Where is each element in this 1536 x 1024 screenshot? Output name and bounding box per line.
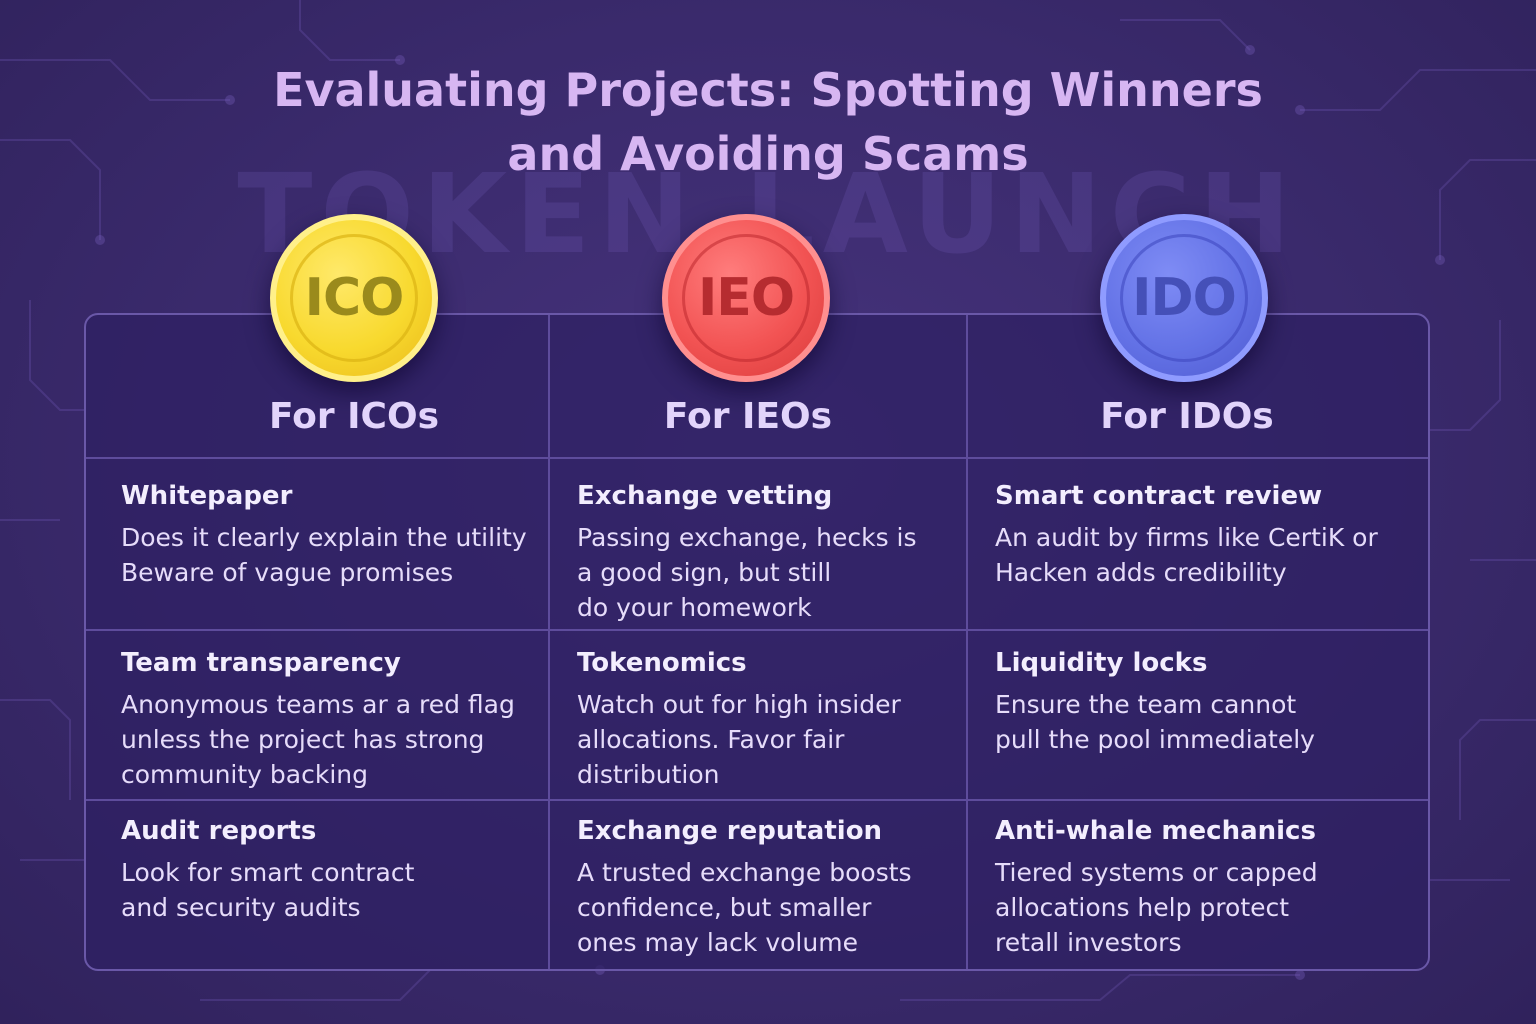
page-title-line-2: and Avoiding Scams xyxy=(507,127,1029,181)
cell-line: do your homework xyxy=(577,593,812,622)
column-heading-ido: For IDOs xyxy=(1100,396,1274,437)
cell-body: A trusted exchange boosts confidence, bu… xyxy=(577,855,957,960)
cell-title: Anti-whale mechanics xyxy=(995,816,1316,846)
cell-body: An audit by firms like CertiK or Hacken … xyxy=(995,520,1415,590)
cell-title: Liquidity locks xyxy=(995,648,1208,678)
cell-line: allocations. Favor fair xyxy=(577,725,845,754)
cell-line: ones may lack volume xyxy=(577,928,858,957)
cell-line: Beware of vague promises xyxy=(121,558,454,587)
cell-title: Exchange reputation xyxy=(577,816,883,846)
cell-line: a good sign, but still xyxy=(577,558,832,587)
cell-line: Tiered systems or capped xyxy=(995,858,1318,887)
cell-body: Look for smart contract and security aud… xyxy=(121,855,541,925)
ido-coin-icon: IDO xyxy=(1100,214,1268,382)
cell-line: An audit by firms like CertiK or xyxy=(995,523,1378,552)
cell-line: distribution xyxy=(577,760,720,789)
table-cell: Exchange reputation A trusted exchange b… xyxy=(577,813,957,960)
cell-body: Does it clearly explain the utility Bewa… xyxy=(121,520,541,590)
table-cell: Audit reports Look for smart contract an… xyxy=(121,813,541,925)
cell-line: Anonymous teams ar a red flag xyxy=(121,690,515,719)
cell-body: Tiered systems or capped allocations hel… xyxy=(995,855,1415,960)
row-divider xyxy=(86,457,1428,459)
cell-line: Look for smart contract xyxy=(121,858,415,887)
cell-line: Passing exchange, hecks is xyxy=(577,523,917,552)
cell-line: allocations help protect xyxy=(995,893,1290,922)
coin-ring xyxy=(1120,234,1248,362)
row-divider xyxy=(86,799,1428,801)
table-cell: Tokenomics Watch out for high insider al… xyxy=(577,645,957,792)
cell-line: community backing xyxy=(121,760,368,789)
page-title-line-1: Evaluating Projects: Spotting Winners xyxy=(273,63,1263,117)
page-title: Evaluating Projects: Spotting Winners an… xyxy=(0,58,1536,186)
cell-line: A trusted exchange boosts xyxy=(577,858,912,887)
table-cell: Whitepaper Does it clearly explain the u… xyxy=(121,478,541,590)
cell-line: Watch out for high insider xyxy=(577,690,901,719)
cell-title: Team transparency xyxy=(121,648,401,678)
table-cell: Team transparency Anonymous teams ar a r… xyxy=(121,645,541,792)
coin-label: IEO xyxy=(697,268,795,328)
cell-title: Exchange vetting xyxy=(577,481,833,511)
table-cell: Exchange vetting Passing exchange, hecks… xyxy=(577,478,957,625)
ico-coin-icon: ICO xyxy=(270,214,438,382)
cell-line: retall investors xyxy=(995,928,1182,957)
column-divider xyxy=(966,315,968,969)
cell-title: Whitepaper xyxy=(121,481,293,511)
cell-body: Ensure the team cannot pull the pool imm… xyxy=(995,687,1415,757)
cell-line: unless the project has strong xyxy=(121,725,485,754)
column-divider xyxy=(548,315,550,969)
cell-line: confidence, but smaller xyxy=(577,893,872,922)
cell-line: Ensure the team cannot xyxy=(995,690,1297,719)
coin-ring xyxy=(290,234,418,362)
column-heading-ieo: For IEOs xyxy=(663,396,833,437)
row-divider xyxy=(86,629,1428,631)
cell-title: Audit reports xyxy=(121,816,317,846)
ieo-coin-icon: IEO xyxy=(662,214,830,382)
cell-body: Watch out for high insider allocations. … xyxy=(577,687,957,792)
coin-label: IDO xyxy=(1132,268,1237,328)
cell-body: Anonymous teams ar a red flag unless the… xyxy=(121,687,541,792)
table-cell: Anti-whale mechanics Tiered systems or c… xyxy=(995,813,1415,960)
table-cell: Liquidity locks Ensure the team cannot p… xyxy=(995,645,1415,757)
cell-line: and security audits xyxy=(121,893,361,922)
column-heading-ico: For ICOs xyxy=(269,396,439,437)
cell-line: pull the pool immediately xyxy=(995,725,1315,754)
comparison-table xyxy=(84,313,1430,971)
coin-ring xyxy=(682,234,810,362)
cell-title: Smart contract review xyxy=(995,481,1323,511)
cell-title: Tokenomics xyxy=(577,648,747,678)
coin-label: ICO xyxy=(304,268,405,328)
cell-line: Hacken adds credibility xyxy=(995,558,1287,587)
table-cell: Smart contract review An audit by firms … xyxy=(995,478,1415,590)
cell-body: Passing exchange, hecks is a good sign, … xyxy=(577,520,957,625)
cell-line: Does it clearly explain the utility xyxy=(121,523,527,552)
